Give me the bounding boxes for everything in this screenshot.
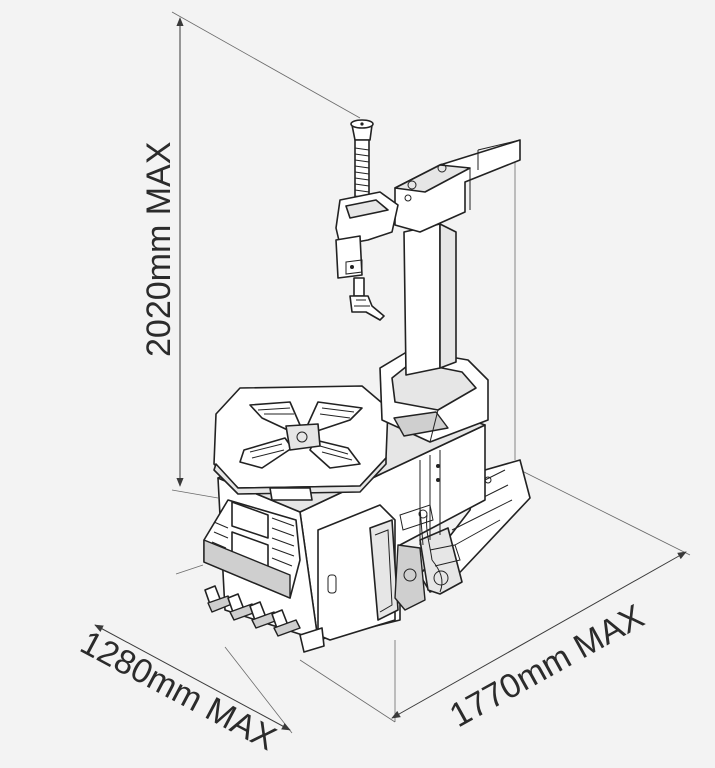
mount-head [335, 119, 399, 321]
length-dimension-line [391, 551, 687, 719]
turntable [213, 385, 389, 501]
depth-dimension-line [94, 624, 291, 731]
height-dimension-label: 2020mm MAX [140, 142, 178, 357]
tyre-changer-machine [203, 119, 531, 653]
depth-dimension-label: 1280mm MAX [74, 624, 282, 759]
foot-pedals [204, 585, 301, 637]
length-dimension-label: 1770mm MAX [443, 597, 650, 735]
dimension-lines [94, 17, 687, 731]
